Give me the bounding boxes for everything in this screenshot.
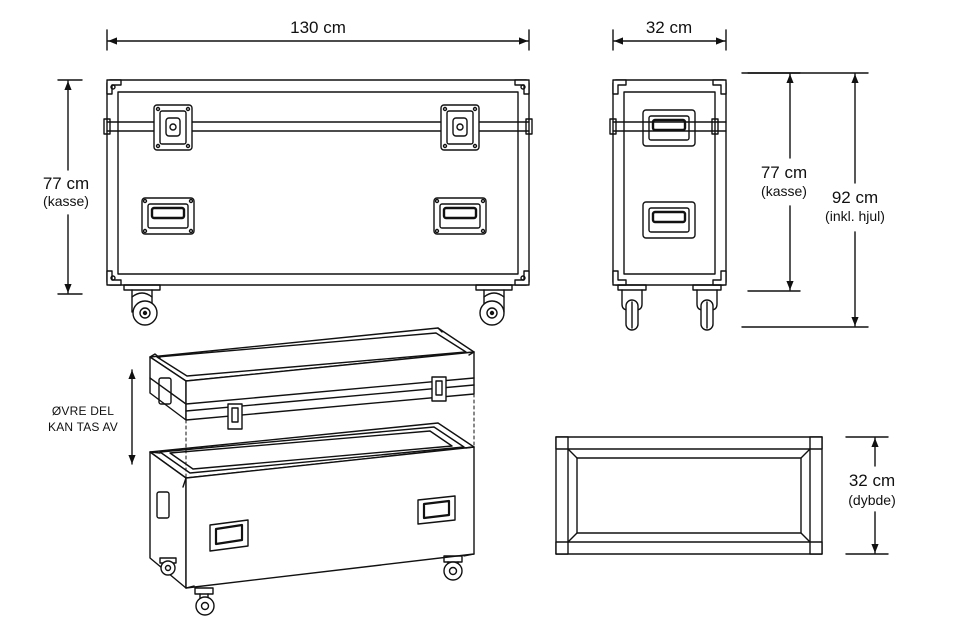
iso-caster-back-right [443, 555, 463, 581]
iso-body-handle-right [417, 495, 456, 525]
lid-note-line2: KAN TAS AV [47, 420, 119, 434]
front-corners [103, 79, 533, 286]
top-depth-value: 32 cm [848, 471, 896, 490]
side-height-note: (kasse) [761, 183, 807, 199]
top-dimensions [845, 436, 889, 555]
front-caster-left [123, 284, 161, 326]
top-view [555, 436, 823, 555]
top-depth-note: (dybde) [848, 492, 896, 508]
side-caster-left [617, 284, 647, 331]
front-dimensions [57, 29, 530, 295]
front-handle-right [433, 197, 487, 235]
side-dimensions [612, 29, 869, 328]
side-caster-right [692, 284, 722, 331]
side-height-value: 77 cm [760, 163, 808, 182]
iso-body-handle-left [209, 519, 249, 552]
front-height-value: 77 cm [42, 174, 90, 193]
front-caster-right [475, 284, 513, 326]
side-handle-top [642, 109, 696, 147]
front-view [103, 79, 533, 326]
iso-caster-back-left [159, 557, 177, 576]
side-total-note: (inkl. hjul) [825, 208, 885, 224]
front-handle-left [141, 197, 195, 235]
iso-caster-front [194, 587, 215, 616]
front-latch-left [153, 104, 193, 151]
front-height-note: (kasse) [43, 193, 89, 209]
front-width-label: 130 cm [290, 18, 346, 37]
front-latch-right [440, 104, 480, 151]
lid-note-line1: ØVRE DEL [51, 404, 115, 418]
iso-lid [149, 327, 475, 430]
side-width-label: 32 cm [645, 18, 693, 37]
side-total-value: 92 cm [831, 188, 879, 207]
side-handle-bottom [642, 201, 696, 239]
side-view [609, 79, 727, 331]
iso-body [149, 393, 475, 616]
